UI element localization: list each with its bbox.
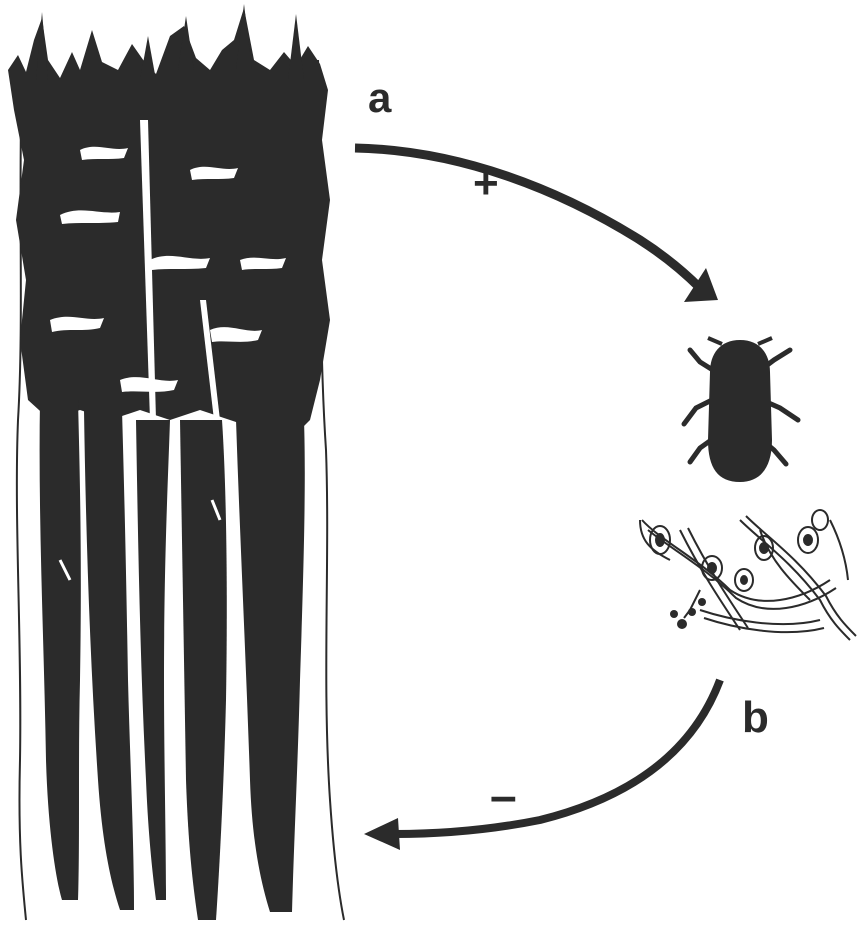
arrow-a-curve — [355, 148, 700, 288]
label-a: a — [368, 74, 392, 121]
trunk-4 — [180, 420, 227, 920]
canopy-mass — [8, 8, 330, 440]
bark-beetle-icon — [684, 338, 798, 482]
label-plus: + — [473, 159, 499, 208]
trunk-1 — [40, 400, 81, 900]
label-b: b — [742, 693, 769, 742]
crown-spire-5 — [288, 14, 304, 80]
trunk-3 — [136, 420, 170, 900]
trunk-5 — [236, 420, 305, 912]
label-minus: – — [490, 770, 517, 823]
crown-spire-2 — [140, 36, 156, 80]
forest-stand-icon — [8, 4, 344, 920]
arrow-a — [355, 148, 718, 302]
trunk-2 — [84, 410, 134, 910]
fungus-hyphae-icon — [640, 510, 856, 640]
beetle-body — [708, 340, 772, 482]
arrow-b-head — [364, 818, 400, 850]
arrow-b-curve — [395, 680, 720, 834]
arrow-b — [364, 680, 720, 850]
